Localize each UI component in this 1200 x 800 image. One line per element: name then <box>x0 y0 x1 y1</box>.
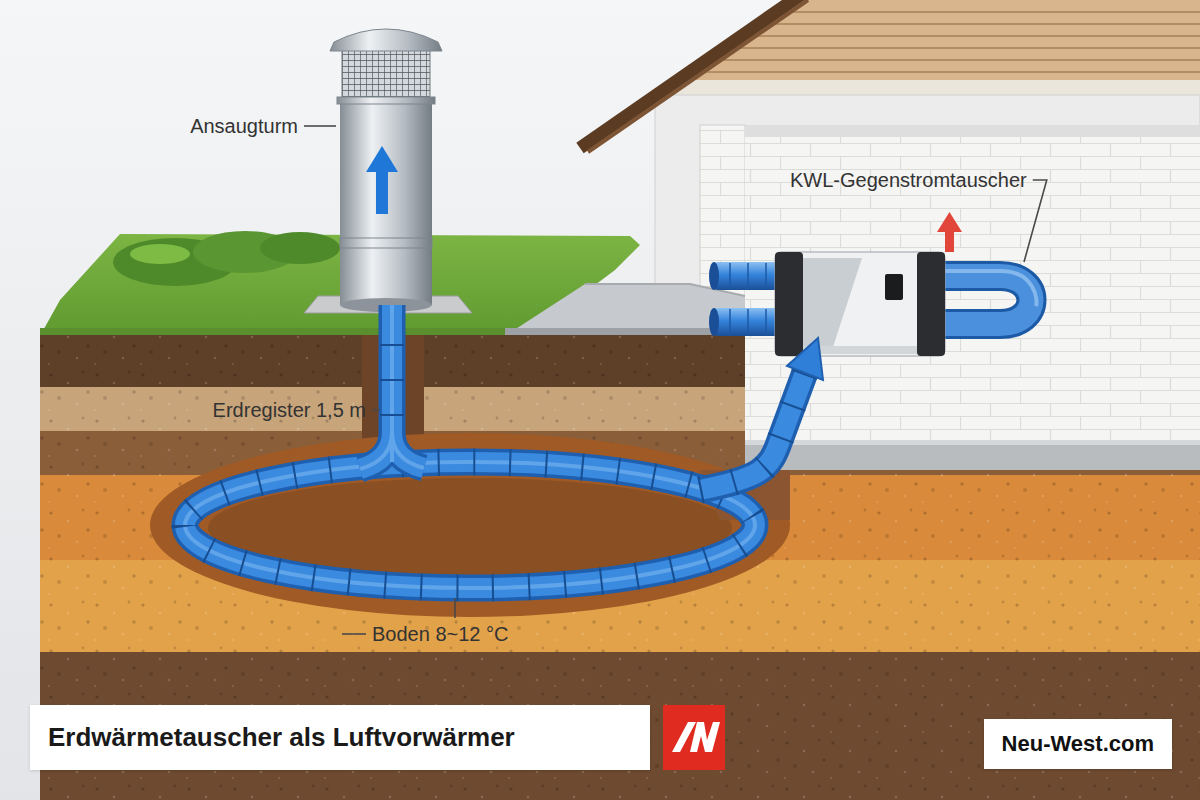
duct-highlight <box>935 271 1036 306</box>
tower-rim <box>337 97 435 104</box>
riser-pipe <box>700 338 823 490</box>
unit-cap <box>917 252 945 356</box>
shrub-highlight <box>130 244 190 264</box>
warm-air-arrow-head <box>937 212 962 232</box>
pipe <box>360 305 424 469</box>
leader-line <box>454 598 456 618</box>
leader-line <box>1024 180 1047 262</box>
ceiling-shadow <box>745 125 1200 137</box>
pipe <box>185 462 755 588</box>
unit-display <box>885 274 903 300</box>
air-arrow-shaft <box>376 170 388 214</box>
pipe <box>185 462 755 588</box>
leader-line <box>342 633 366 635</box>
pipe-highlight <box>360 305 424 469</box>
duct-ribs <box>730 263 766 335</box>
duct-end <box>709 262 719 290</box>
unit-body <box>775 252 945 356</box>
pipe <box>700 367 807 490</box>
unit-panel <box>803 258 862 350</box>
duct-end <box>709 308 719 336</box>
shrub <box>260 232 340 264</box>
duct-bend <box>935 276 1032 324</box>
pipe-highlight <box>185 462 755 588</box>
pipe-joints <box>380 345 404 415</box>
watermark-box: Neu-West.com <box>984 719 1172 769</box>
pipe-joints <box>185 462 755 588</box>
soffit <box>653 80 1200 97</box>
logo-letterform <box>690 722 720 752</box>
intake-tower <box>304 29 472 313</box>
tower-mesh <box>342 50 430 100</box>
air-arrow-head <box>366 146 398 172</box>
soil <box>0 335 1200 800</box>
pipe <box>360 305 424 469</box>
floor-slab <box>740 440 1200 470</box>
callout-label: KWL-Gegenstromtauscher <box>790 168 1027 192</box>
roof-edge <box>580 0 802 148</box>
title-box: Erdwärmetauscher als Luftvorwärmer <box>30 705 650 770</box>
soil-texture <box>0 335 1200 800</box>
pipe-joints <box>700 367 807 490</box>
interior-wall <box>745 125 1200 440</box>
leader-line <box>304 125 336 127</box>
logo-square <box>663 705 725 770</box>
unit-cap <box>775 252 803 356</box>
wood-siding <box>677 0 1200 80</box>
logo <box>663 705 725 770</box>
tower-band <box>340 238 432 248</box>
tower-cap <box>330 29 442 51</box>
roof-edge-shade <box>588 0 808 152</box>
floor-edge <box>740 440 1200 445</box>
callout-label: Erdregister 1,5 m <box>213 398 366 422</box>
duct-bend <box>935 276 1032 324</box>
callout-label: Boden 8~12 °C <box>372 622 508 646</box>
flow-arrow-head <box>787 338 823 380</box>
ground-register-pipe <box>185 305 755 588</box>
tower-body <box>340 100 432 305</box>
pipe <box>700 367 807 490</box>
ventilation-unit <box>709 212 1036 356</box>
leader-line <box>372 409 380 411</box>
callout-label: Ansaugturm <box>190 114 298 138</box>
excavation <box>150 433 790 617</box>
